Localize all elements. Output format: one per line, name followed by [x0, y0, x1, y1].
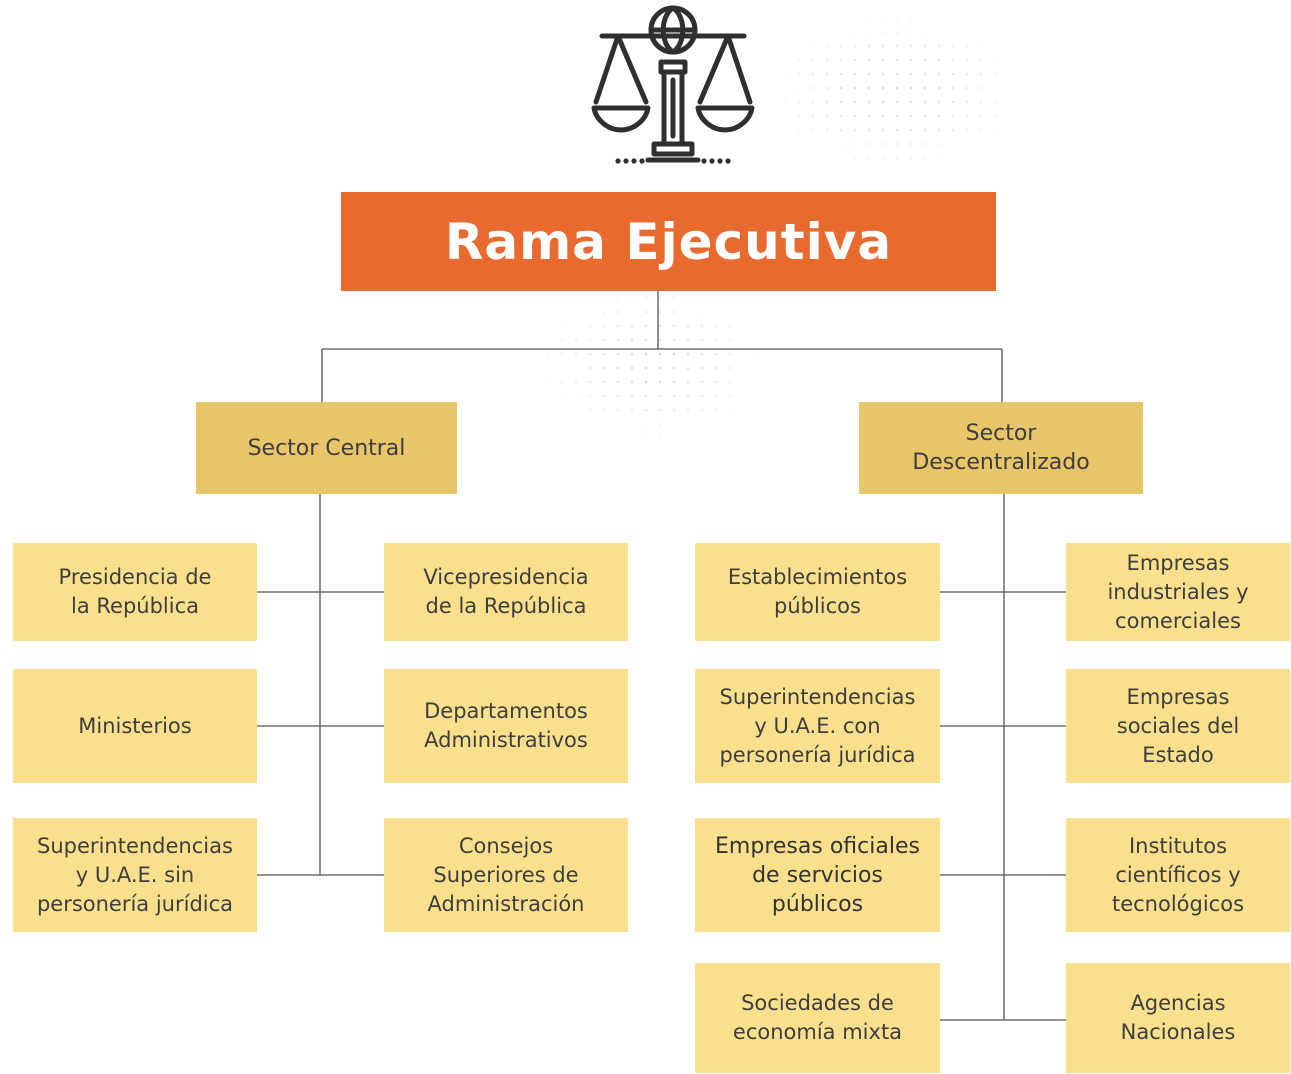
node-label: Empresas oficiales de servicios públicos: [715, 833, 920, 917]
diagram-title: Rama Ejecutiva: [444, 212, 893, 271]
node-departamentos: Departamentos Administrativos: [384, 669, 628, 783]
node-superintendencias-sin: Superintendencias y U.A.E. sin personerí…: [13, 818, 257, 932]
node-ministerios: Ministerios: [13, 669, 257, 783]
node-label: Consejos Superiores de Administración: [427, 833, 585, 916]
node-label: Presidencia de la República: [58, 565, 212, 618]
node-label: Departamentos Administrativos: [424, 699, 588, 752]
node-label: Institutos científicos y tecnológicos: [1111, 833, 1245, 916]
node-sociedades: Sociedades de economía mixta: [695, 963, 940, 1073]
node-label: Sociedades de economía mixta: [732, 991, 903, 1044]
node-consejos: Consejos Superiores de Administración: [384, 818, 628, 932]
node-label: Empresas industriales y comerciales: [1107, 550, 1249, 633]
dot-pattern-top: [740, 15, 1000, 185]
node-label: Establecimientos públicos: [727, 565, 908, 618]
node-superintendencias-con: Superintendencias y U.A.E. con personerí…: [695, 669, 940, 783]
scales-of-justice-icon: [591, 5, 755, 164]
node-empresas-industriales: Empresas industriales y comerciales: [1066, 543, 1290, 641]
node-vicepresidencia: Vicepresidencia de la República: [384, 543, 628, 641]
node-agencias: Agencias Nacionales: [1066, 963, 1290, 1073]
node-label: Superintendencias y U.A.E. con personerí…: [719, 684, 916, 767]
dot-pattern-middle: [545, 295, 785, 465]
node-empresas-oficiales: Empresas oficiales de servicios públicos: [695, 818, 940, 932]
node-label: Empresas sociales del Estado: [1116, 684, 1240, 767]
sector-central-box: Sector Central: [196, 402, 457, 494]
node-label: Vicepresidencia de la República: [423, 565, 589, 618]
sector-decentralized-label: Sector Descentralizado: [912, 421, 1090, 475]
title-banner: Rama Ejecutiva: [341, 192, 996, 291]
node-empresas-sociales: Empresas sociales del Estado: [1066, 669, 1290, 783]
node-institutos: Institutos científicos y tecnológicos: [1066, 818, 1290, 932]
node-presidencia: Presidencia de la República: [13, 543, 257, 641]
node-establecimientos: Establecimientos públicos: [695, 543, 940, 641]
sector-decentralized-box: Sector Descentralizado: [859, 402, 1143, 494]
node-label: Superintendencias y U.A.E. sin personerí…: [36, 833, 234, 916]
sector-central-label: Sector Central: [247, 435, 406, 461]
node-label: Ministerios: [78, 713, 192, 738]
node-label: Agencias Nacionales: [1120, 991, 1236, 1044]
